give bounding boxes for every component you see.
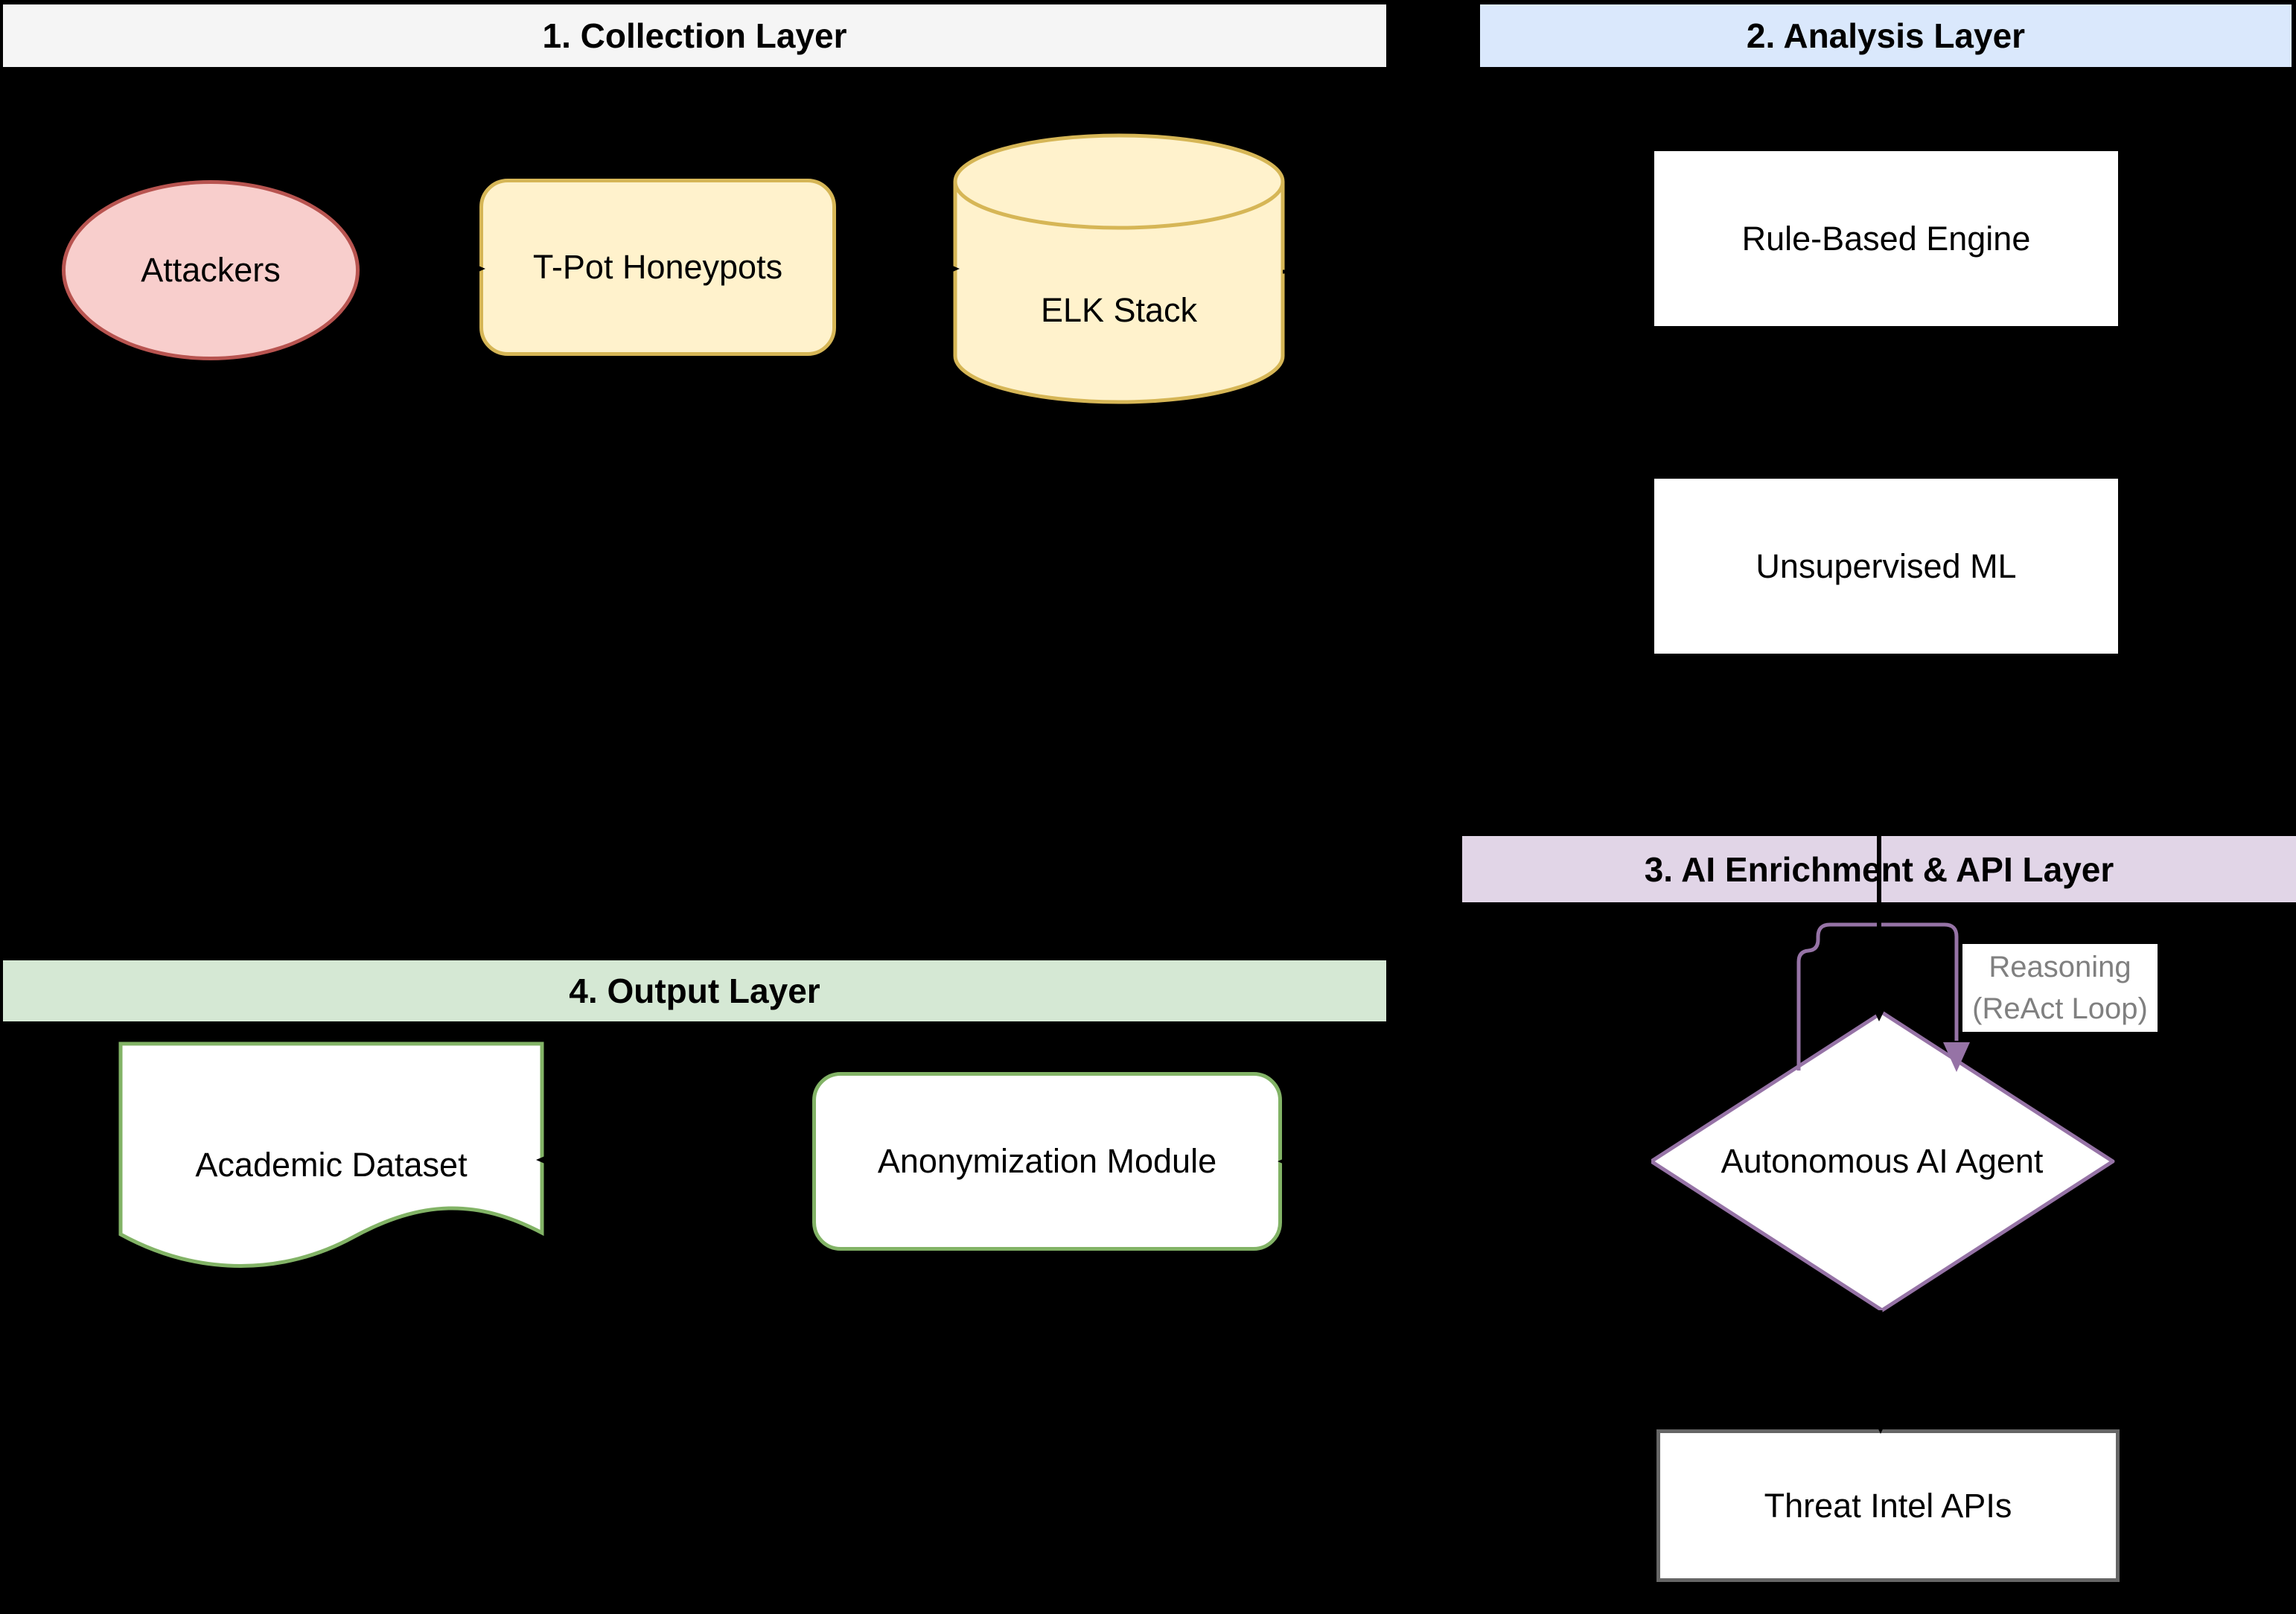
react-loop-edge-label: Reasoning (ReAct Loop) [1962, 944, 2158, 1032]
layer-header-ai-enrichment: 3. AI Enrichment & API Layer [1462, 836, 2296, 902]
node-elk-stack-label: ELK Stack [1040, 291, 1198, 329]
node-threat-intel-apis-label: Threat Intel APIs [1764, 1486, 2012, 1525]
node-unsupervised-ml: Unsupervised ML [1654, 479, 2118, 654]
layer-header-ai-enrichment-label: 3. AI Enrichment & API Layer [1644, 849, 2114, 889]
node-rule-based-engine: Rule-Based Engine [1654, 151, 2118, 326]
layer-header-output: 4. Output Layer [3, 960, 1386, 1021]
react-loop-edge-label-line1: Reasoning [1989, 951, 2131, 983]
node-autonomous-ai-agent-label: Autonomous AI Agent [1721, 1142, 2044, 1180]
layer-header-collection: 1. Collection Layer [3, 4, 1386, 67]
node-anonymization-module: Anonymization Module [812, 1072, 1282, 1251]
node-academic-dataset-label: Academic Dataset [195, 1146, 468, 1184]
layer-header-collection-label: 1. Collection Layer [542, 16, 847, 55]
edge-anonymization-to-academic-dataset [559, 1158, 813, 1164]
node-attackers: Attackers [62, 180, 360, 360]
layer-header-analysis-label: 2. Analysis Layer [1746, 16, 2026, 55]
node-unsupervised-ml-label: Unsupervised ML [1756, 546, 2017, 585]
node-tpot-honeypots: T-Pot Honeypots [479, 179, 836, 356]
node-attackers-label: Attackers [141, 251, 281, 289]
node-rule-based-engine-label: Rule-Based Engine [1741, 219, 2031, 258]
elk-cylinder-inner-rim [953, 181, 1285, 230]
node-elk-stack [953, 133, 1285, 404]
edge-elk-to-rule-engine [1283, 236, 1651, 274]
react-loop-arrowhead-icon [1943, 1042, 1970, 1072]
react-loop-edge [1796, 922, 1959, 1071]
layer-header-analysis: 2. Analysis Layer [1480, 4, 2292, 67]
react-loop-edge-label-line2: (ReAct Loop) [1972, 992, 2148, 1025]
edge-anonymization-to-academic-dataset-arrowhead-icon [536, 1151, 557, 1169]
node-threat-intel-apis: Threat Intel APIs [1656, 1429, 2120, 1582]
edge-tpot-to-elk-arrowhead-icon [939, 260, 960, 278]
edge-unsupervised-ml-to-ai-agent-arrowhead-icon [1869, 1001, 1889, 1021]
node-tpot-honeypots-label: T-Pot Honeypots [532, 248, 783, 286]
layer-header-output-label: 4. Output Layer [569, 972, 820, 1010]
node-anonymization-module-label: Anonymization Module [877, 1142, 1217, 1180]
